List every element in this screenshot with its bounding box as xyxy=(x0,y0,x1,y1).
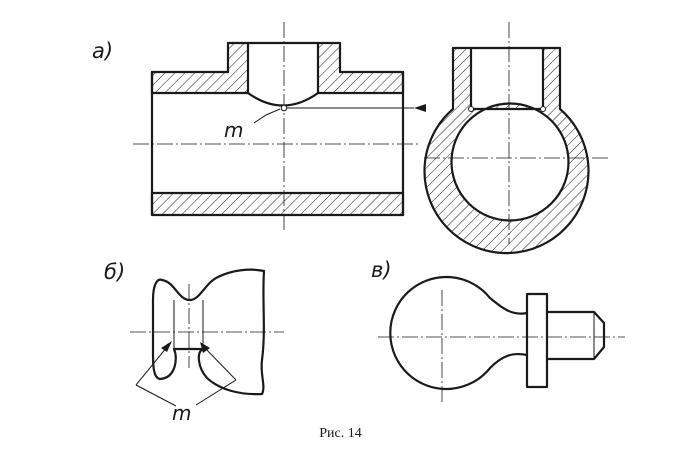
point-m-label-b: m xyxy=(172,401,191,425)
tee-bottom-wall xyxy=(150,191,405,217)
necked-part-outline xyxy=(151,268,266,396)
point-m-leader xyxy=(253,108,281,124)
tee-front-view: m xyxy=(133,22,426,230)
ball-shaft-outline xyxy=(389,275,529,391)
tee-top-wall-right xyxy=(316,41,405,95)
intersection-curve xyxy=(246,91,320,107)
panel-v-label: в) xyxy=(371,258,392,282)
shaft-end xyxy=(545,310,606,361)
shaft-collar xyxy=(525,292,549,389)
leader-m-right-tail xyxy=(195,379,237,406)
point-m-label-a: m xyxy=(224,118,243,142)
panel-b: б) m xyxy=(104,260,284,425)
panel-v: в) xyxy=(371,258,625,402)
leader-m-left-tail xyxy=(135,384,177,407)
leader-m-right xyxy=(203,346,237,381)
panel-a: а) m xyxy=(92,22,608,255)
side-wall-section xyxy=(423,46,590,255)
tee-side-view xyxy=(423,22,608,255)
tee-top-wall-left xyxy=(150,41,250,95)
leader-m-left-arrow xyxy=(161,341,172,352)
figure-caption: Рис. 14 xyxy=(319,426,362,441)
point-m-marker xyxy=(280,104,288,112)
side-point-left xyxy=(468,106,474,112)
panel-b-label: б) xyxy=(104,260,125,284)
projection-arrow xyxy=(414,104,426,112)
side-point-right xyxy=(540,106,546,112)
leader-m-right-arrow xyxy=(200,342,210,353)
panel-a-label: а) xyxy=(92,39,113,63)
leader-m-left xyxy=(135,346,168,386)
